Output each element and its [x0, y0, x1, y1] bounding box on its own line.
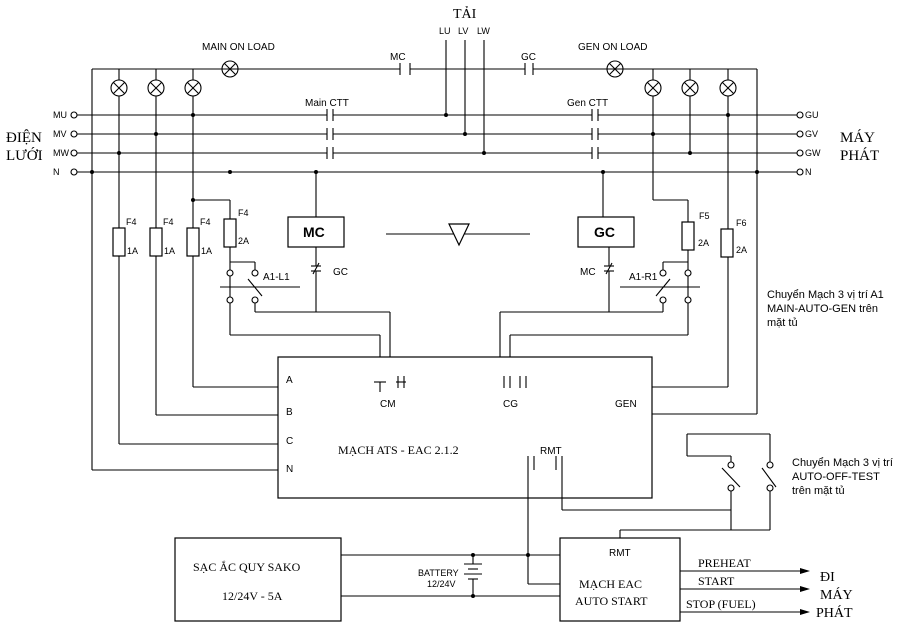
- terminal-gw: GW: [805, 148, 821, 158]
- gen-feed: [652, 115, 758, 415]
- ats-rmt-label: RMT: [540, 446, 562, 457]
- ats-gen-label: GEN: [615, 399, 637, 410]
- eac-line1: MẠCH EAC: [579, 577, 642, 591]
- ats-title: MẠCH ATS - EAC 2.1.2: [338, 443, 459, 457]
- note-a1-line2: MAIN-AUTO-GEN trên: [767, 303, 878, 315]
- mc-contact-coil-label: MC: [580, 267, 596, 278]
- ats-input-c: C: [286, 436, 293, 447]
- output-start: START: [698, 574, 735, 588]
- ats-input-n: N: [286, 464, 293, 475]
- eac-module: [559, 537, 810, 622]
- aux-wiring-left: [191, 198, 391, 382]
- aux-wiring-right: [499, 134, 700, 382]
- fuse-6-name: F6: [736, 218, 747, 228]
- gc-contact-label: GC: [521, 52, 536, 63]
- fuse-2-rating: 1A: [164, 246, 175, 256]
- lamp-main-on-load: [221, 60, 239, 78]
- main-ctt-contacts: [326, 109, 334, 159]
- battery-label-2: 12/24V: [427, 579, 456, 589]
- terminal-n-right: N: [805, 167, 812, 177]
- main-ctt-label: Main CTT: [305, 98, 349, 109]
- output-stop: STOP (FUEL): [686, 597, 756, 611]
- gen-ctt-label: Gen CTT: [567, 98, 608, 109]
- terminal-gu: GU: [805, 110, 819, 120]
- load-title: TẢI: [453, 5, 477, 22]
- eac-rmt-label: RMT: [609, 548, 631, 559]
- charger-line1: SẠC ẮC QUY SAKO: [193, 559, 301, 574]
- main-on-load-label: MAIN ON LOAD: [202, 42, 275, 53]
- mc-coil-label: MC: [303, 224, 325, 240]
- charger-module: [174, 537, 560, 622]
- note-a1-line1: Chuyển Mạch 3 vị trí A1: [767, 289, 884, 301]
- fuse-1-name: F4: [126, 217, 137, 227]
- fuse-group: [112, 218, 734, 258]
- gen-label-1: MÁY: [840, 129, 875, 146]
- terminal-mv: MV: [53, 129, 67, 139]
- fuse-3-name: F4: [200, 217, 211, 227]
- interlock-top: [386, 223, 530, 247]
- lamp-gen-on-load: [606, 60, 624, 78]
- note-test-line1: Chuyển Mạch 3 vị trí: [792, 457, 893, 469]
- to-gen-line1: ĐI: [820, 570, 835, 585]
- fuse-2-name: F4: [163, 217, 174, 227]
- fuse-3-rating: 1A: [201, 246, 212, 256]
- load-lines: [444, 40, 486, 155]
- mains-label-1: ĐIỆN: [6, 129, 42, 146]
- lamp-bus: [91, 63, 758, 470]
- output-preheat: PREHEAT: [698, 556, 751, 570]
- fuse-4-rating: 2A: [238, 236, 249, 246]
- mains-label-2: LƯỚI: [6, 147, 43, 164]
- charger-line2: 12/24V - 5A: [222, 589, 283, 603]
- note-a1-line3: mặt tủ: [767, 317, 798, 329]
- terminal-n-left: N: [53, 167, 60, 177]
- fuse-5-name: F5: [699, 211, 710, 221]
- fuse-6-rating: 2A: [736, 245, 747, 255]
- switch-a1-r1-label: A1-R1: [629, 272, 658, 283]
- terminal-mu: MU: [53, 110, 67, 120]
- terminal-mw: MW: [53, 148, 69, 158]
- fuse-5-rating: 2A: [698, 238, 709, 248]
- test-selector-switch: [619, 433, 777, 538]
- mc-coil: [287, 172, 345, 312]
- fuse-1-rating: 1A: [127, 246, 138, 256]
- ats-input-a: A: [286, 375, 293, 386]
- load-phase-lw: LW: [477, 26, 490, 36]
- main-bus: [70, 111, 797, 176]
- load-phase-lu: LU: [439, 26, 451, 36]
- to-gen-line2: MÁY: [820, 586, 853, 603]
- note-test-line3: trên mặt tủ: [792, 485, 845, 497]
- gen-phase-lamps: [644, 69, 737, 153]
- to-gen-line3: PHÁT: [816, 604, 853, 621]
- ats-module: [92, 356, 731, 555]
- gc-coil-label: GC: [594, 224, 615, 240]
- eac-line2: AUTO START: [575, 594, 648, 608]
- battery-label-1: BATTERY: [418, 568, 459, 578]
- load-phase-lv: LV: [458, 26, 468, 36]
- gc-contact-coil-label: GC: [333, 267, 348, 278]
- gen-ctt-contacts: [591, 109, 599, 159]
- note-test-line2: AUTO-OFF-TEST: [792, 471, 880, 483]
- ats-cg-label: CG: [503, 399, 518, 410]
- gen-bus: [598, 111, 804, 176]
- terminal-gv: GV: [805, 129, 818, 139]
- gc-coil: [577, 172, 635, 312]
- battery-symbol: [464, 555, 482, 596]
- ats-input-b: B: [286, 407, 293, 418]
- ats-cm-label: CM: [380, 399, 396, 410]
- fuse-4-name: F4: [238, 208, 249, 218]
- gen-on-load-label: GEN ON LOAD: [578, 42, 647, 53]
- switch-a1-l1-label: A1-L1: [263, 272, 290, 283]
- mc-contact-label: MC: [390, 52, 406, 63]
- gen-label-2: PHÁT: [840, 147, 879, 164]
